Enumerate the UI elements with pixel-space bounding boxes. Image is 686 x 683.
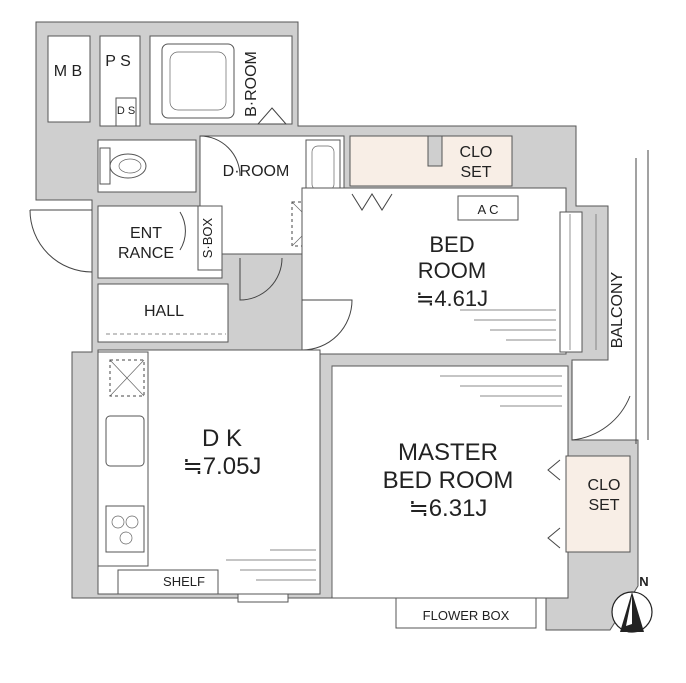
balcony-area (571, 150, 649, 444)
ac-unit (457, 195, 519, 221)
hall-label: HALL (144, 303, 184, 320)
toilet-icon (109, 153, 147, 179)
closet-top-label-1: CLO (460, 144, 493, 161)
dk-label: D K (202, 425, 242, 452)
entrance-hall (29, 205, 229, 343)
master-size: ≒6.31J (409, 495, 488, 522)
master-label-2: BED ROOM (383, 467, 514, 494)
droom-label: D·ROOM (223, 163, 290, 180)
bathtub (161, 43, 235, 119)
master-area (331, 365, 631, 629)
closet-right-label-2: SET (588, 497, 619, 514)
shelf-label: SHELF (163, 574, 205, 589)
closet-top-label-2: SET (460, 164, 491, 181)
broom-label: B·ROOM (243, 51, 260, 117)
sbox (197, 205, 223, 271)
labels: M B P S D S B·ROOM D·ROOM ENT RANCE S·BO… (54, 51, 649, 623)
closet-right-label-1: CLO (588, 477, 621, 494)
balcony-label: BALCONY (609, 271, 626, 348)
shelf (117, 569, 219, 595)
compass (611, 591, 653, 633)
utility-area (47, 35, 293, 127)
mb-room (47, 35, 91, 123)
ac-label: A C (478, 202, 499, 217)
entrance-label-2: RANCE (118, 245, 174, 262)
mb-label: M B (54, 63, 82, 80)
closet-right (565, 455, 631, 553)
sbox-label: S·BOX (200, 217, 215, 258)
north-label: N (639, 574, 648, 589)
entrance-label-1: ENT (130, 225, 162, 242)
sink-icon (105, 415, 145, 467)
bedroom-area (301, 135, 597, 355)
dk-area (97, 349, 321, 603)
ds-label: D S (117, 105, 135, 117)
master-label-1: MASTER (398, 439, 498, 466)
ds-room (115, 97, 137, 127)
hall (97, 283, 229, 343)
bedroom-label-2: ROOM (418, 258, 486, 283)
ps-label: P S (105, 53, 131, 70)
dk-size: ≒7.05J (183, 453, 262, 480)
flower-box (395, 597, 537, 629)
bedroom-size: ≒4.61J (416, 286, 488, 311)
bedroom (301, 187, 567, 355)
bedroom-label-1: BED (429, 232, 474, 257)
flowerbox-label: FLOWER BOX (423, 608, 510, 623)
stove-icon (105, 505, 145, 553)
master-bedroom (331, 365, 569, 599)
